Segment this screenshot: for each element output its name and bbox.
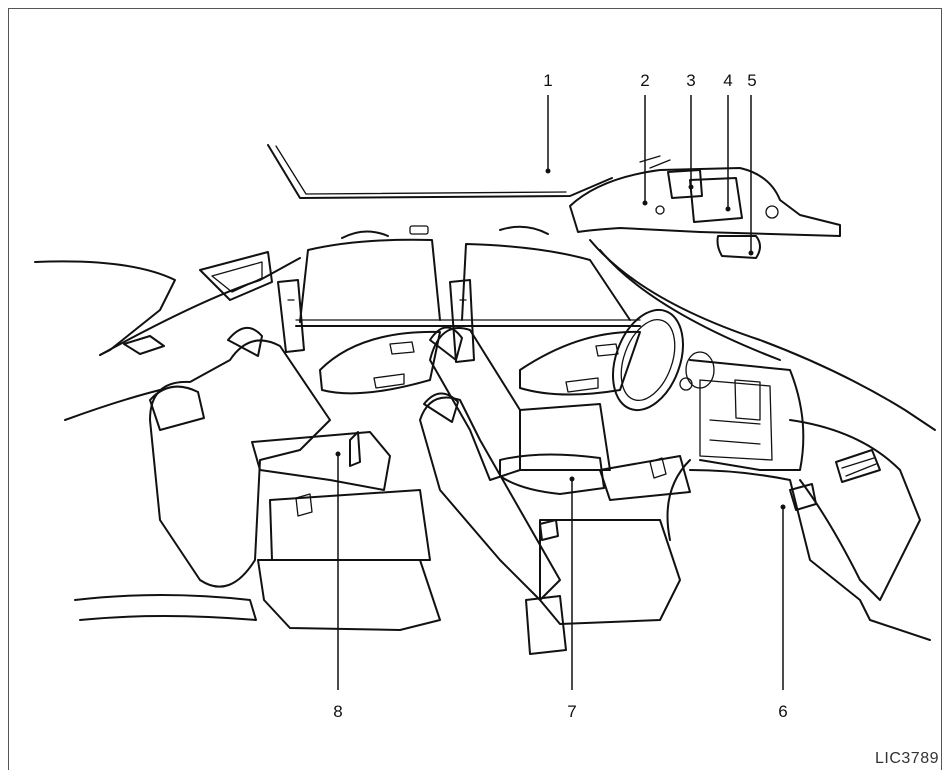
seat-belts xyxy=(277,279,475,363)
front-seats xyxy=(419,326,681,655)
callout-2: 2 xyxy=(640,71,650,90)
floor xyxy=(74,459,691,621)
leader-lines xyxy=(335,95,786,690)
overhead-console xyxy=(569,155,841,259)
callout-4: 4 xyxy=(723,71,733,90)
callout-1: 1 xyxy=(543,71,553,90)
callout-3: 3 xyxy=(686,71,696,90)
roof-glass-outline xyxy=(267,144,613,199)
callout-5: 5 xyxy=(747,71,757,90)
door-panels xyxy=(319,330,641,396)
rear-side-panel xyxy=(34,251,301,421)
door-windows xyxy=(295,238,641,327)
callout-6: 6 xyxy=(778,702,788,721)
steering-wheel xyxy=(612,308,715,412)
dashboard xyxy=(589,239,936,641)
callout-8: 8 xyxy=(333,702,343,721)
grab-handles xyxy=(341,225,549,239)
rear-seat xyxy=(149,327,441,631)
callout-7: 7 xyxy=(567,702,577,721)
figure-frame xyxy=(8,8,942,770)
center-console xyxy=(499,453,691,501)
figure-code: LIC3789 xyxy=(875,750,939,767)
